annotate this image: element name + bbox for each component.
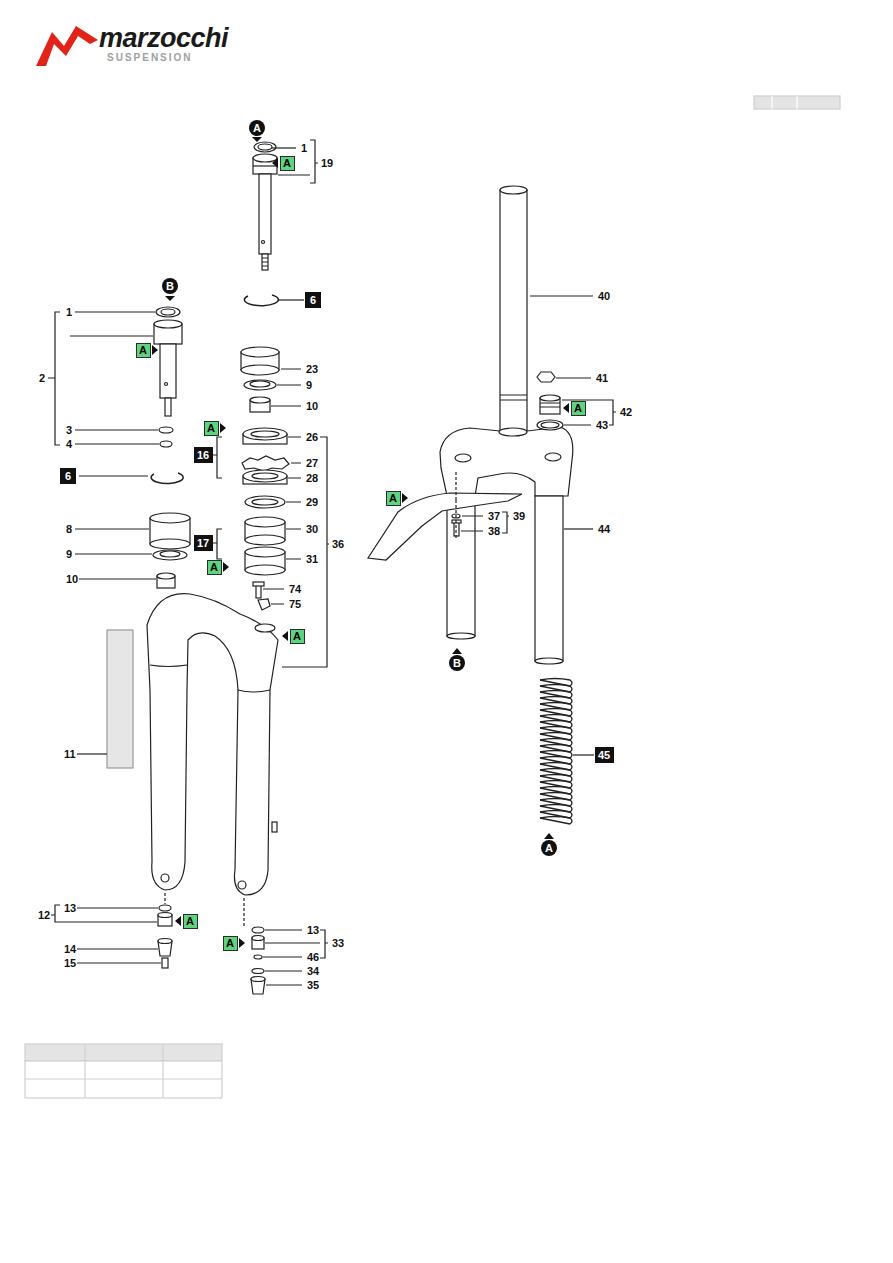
- brand-logo-text: SUSPENSION: [106, 52, 194, 63]
- letter-circle: B: [162, 278, 178, 294]
- tag-text: 6: [310, 295, 316, 306]
- reference-tag: A: [290, 629, 305, 644]
- reference-tag: A: [571, 401, 586, 416]
- reference-tag: A: [280, 156, 295, 171]
- callout-number: 43: [595, 419, 609, 431]
- tag-text: A: [139, 345, 147, 356]
- callout-number: 74: [288, 583, 302, 595]
- callout-number: 31: [305, 553, 319, 565]
- callout-number: 33: [331, 937, 345, 949]
- tag-text: A: [207, 423, 215, 434]
- callout-number: 15: [63, 957, 77, 969]
- tag-text: A: [186, 916, 194, 927]
- tag-text: 17: [197, 538, 209, 549]
- tag-text: 45: [598, 750, 610, 761]
- reference-tag: A: [183, 914, 198, 929]
- note-box: 16: [194, 447, 213, 463]
- callout-number: 42: [619, 406, 633, 418]
- callout-number: 19: [320, 157, 334, 169]
- callout-number: 44: [597, 523, 611, 535]
- tag-text: 16: [197, 450, 209, 461]
- callout-number: 8: [65, 523, 73, 535]
- letter-circle: A: [541, 840, 557, 856]
- callout-number: 75: [288, 598, 302, 610]
- tag-text: A: [545, 843, 553, 854]
- letter-circle: A: [249, 120, 265, 136]
- reference-tag: A: [386, 491, 401, 506]
- callout-number: 36: [331, 538, 345, 550]
- callout-number: 9: [305, 379, 313, 391]
- callout-number: 29: [305, 496, 319, 508]
- callout-number: 3: [65, 424, 73, 436]
- callout-number: 41: [595, 372, 609, 384]
- callout-number: 38: [487, 525, 501, 537]
- letter-circle: B: [449, 655, 465, 671]
- tag-text: A: [574, 403, 582, 414]
- tag-text: 6: [65, 471, 71, 482]
- callout-number: 11: [63, 748, 77, 760]
- note-box: 17: [194, 535, 213, 551]
- callout-number: 1: [300, 142, 308, 154]
- tag-text: B: [166, 281, 174, 292]
- callout-number: 34: [306, 965, 320, 977]
- callout-number: 10: [65, 573, 79, 585]
- callout-number: 10: [305, 400, 319, 412]
- brand-logo-text: marzocchi: [98, 24, 229, 54]
- callout-number: 27: [305, 457, 319, 469]
- callout-number: 2: [38, 372, 46, 384]
- note-box: 6: [60, 468, 76, 484]
- callout-number: 13: [306, 924, 320, 936]
- callout-number: 35: [306, 979, 320, 991]
- callout-number: 1: [65, 306, 73, 318]
- callout-number: 23: [305, 363, 319, 375]
- tag-text: A: [210, 562, 218, 573]
- callout-number: 28: [305, 472, 319, 484]
- tag-text: A: [226, 938, 234, 949]
- note-box: 6: [305, 292, 321, 308]
- callout-number: 46: [306, 951, 320, 963]
- tag-text: A: [253, 123, 261, 134]
- reference-tag: A: [207, 560, 222, 575]
- callout-number: 13: [63, 902, 77, 914]
- tag-text: B: [453, 658, 461, 669]
- callout-number: 26: [305, 431, 319, 443]
- callout-number: 14: [63, 943, 77, 955]
- callout-number: 4: [65, 438, 73, 450]
- callout-number: 40: [597, 290, 611, 302]
- callout-number: 39: [512, 510, 526, 522]
- reference-tag: A: [204, 421, 219, 436]
- callout-number: 30: [305, 523, 319, 535]
- note-box: 45: [595, 747, 614, 763]
- tag-text: A: [293, 631, 301, 642]
- tag-text: A: [283, 158, 291, 169]
- reference-tag: A: [223, 936, 238, 951]
- tag-text: A: [389, 493, 397, 504]
- callout-number: 37: [487, 510, 501, 522]
- callout-number: 12: [37, 909, 51, 921]
- reference-tag: A: [136, 343, 151, 358]
- callout-number: 9: [65, 548, 73, 560]
